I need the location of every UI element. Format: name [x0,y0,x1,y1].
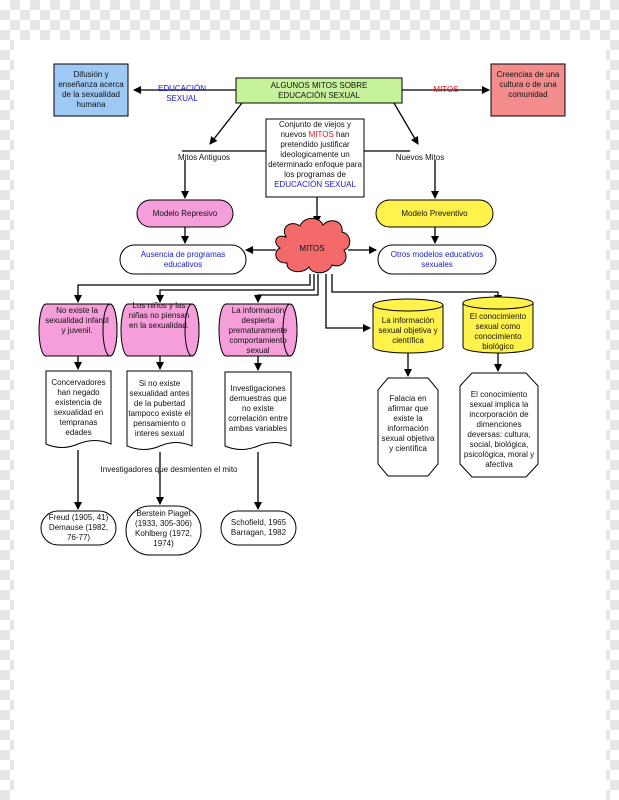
text-falacia: Falacia en afirmar que existe la informa… [381,394,435,453]
pill-represivo [136,199,234,228]
connector-cloud-no-existe [74,274,311,303]
cylinder-no-existe [38,303,118,357]
label-mitos: MITOS [433,85,459,94]
label-educacion-sexual: EDUCACIÓN SEXUAL [157,84,206,103]
text-freud: Freud (1905, 41) Demause (1982, 76-77) [48,513,109,542]
label-mitos-antiguos: Mitos Antiguos [177,153,231,162]
box-creencias [490,63,566,117]
pill-freud [40,510,117,546]
text-informacion-objetiva: La información sexual objetiva y científ… [378,316,438,345]
pill-ausencia [119,244,247,275]
text-preventivo: Modelo Preventivo [401,209,468,218]
cylinder-informacion [218,303,298,357]
diagram-page: Difusión y enseñanza acerca de la sexual… [14,40,606,800]
text-conjunto: Conjunto de viejos y nuevos MITOS han pr… [268,120,362,190]
connector-title-nuevos-mitos [393,102,419,145]
label-investigadores: Investigadores que desmienten el mito [100,465,238,474]
text-title: ALGUNOS MITOS SOBRE EDUCACIÓN SEXUAL [270,81,368,100]
connectors [74,86,502,510]
pill-schofield [220,510,297,546]
connector-cloud-ninos [156,274,315,303]
box-title [235,77,403,104]
text-si-no-existe: Si no existe sexualidad antes de la pube… [128,379,191,438]
cylinder-objetiva [372,298,444,354]
doc-si-no-existe [126,370,193,450]
box-conjunto [265,118,365,198]
text-difusion: Difusión y enseñanza acerca de la sexual… [58,70,124,109]
text-informacion-despierta: La información despierta prematuramente … [228,306,288,355]
text-ausencia: Ausencia de programas educativos [140,250,226,269]
text-berstein: Berstein Piaget (1933, 305-306) Kohlberg… [135,509,192,548]
text-schofield: Schofield, 1965 Barragan, 1982 [230,518,287,537]
octagon-conocimiento [459,372,539,478]
label-nuevos-mitos: Nuevos Mitos [395,153,445,162]
octagon-falacia [377,377,439,477]
text-conjunto-mid: han pretendido justificar ideologicament… [268,130,362,179]
pill-preventivo [375,199,494,228]
text-conjunto-edu: EDUCACIÓN SEXUAL [274,180,356,189]
pill-otros [377,244,497,275]
connector-cloud-informacion [254,274,319,303]
text-no-existe: No existe la sexualidad infantil y juven… [45,306,109,335]
pill-berstein [125,505,202,556]
cloud-mitos [275,217,351,274]
cylinder-biologico [462,296,534,354]
connector-cloud-objetiva [325,274,371,332]
text-cloud-mitos: MITOS [299,244,325,253]
doc-investigaciones [224,371,292,450]
connector-title-mitos-antiguos [209,102,243,145]
text-investigaciones: Investigaciones demuestras que no existe… [228,384,288,433]
text-concervadores: Concervadores han negado existencia de s… [51,378,106,437]
doc-concervadores [45,370,112,448]
text-ninos: Los niños y las niñas no piensan en la s… [128,301,190,330]
text-creencias: Creencias de una cultura o de una comuni… [496,70,560,99]
connector-cloud-biologico [331,274,502,303]
cylinder-ninos [120,303,200,357]
text-conjunto-pre: Conjunto de viejos y nuevos [278,120,352,139]
diagram-shapes [38,63,566,556]
text-conocimiento-implica: El conocimiento sexual implica la incorp… [463,390,535,469]
text-represivo: Modelo Represivo [152,209,218,218]
text-otros: Otros modelos educativos sexuales [390,250,484,269]
text-conjunto-mitos: MITOS [308,130,334,139]
box-difusion [53,63,129,117]
text-conocimiento-biologico: El conocimiento sexual como conocimiento… [469,312,527,351]
